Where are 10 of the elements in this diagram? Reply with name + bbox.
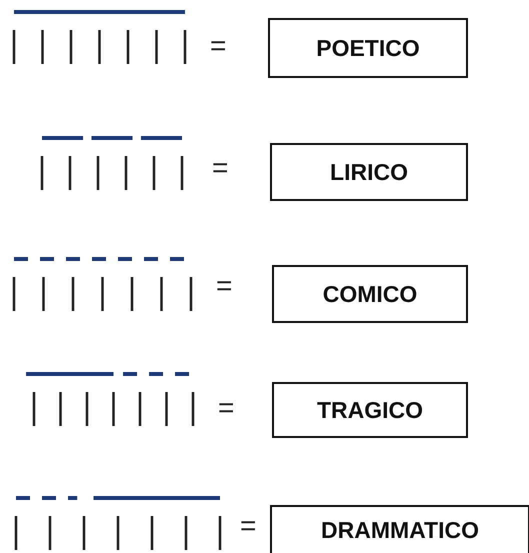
term-box: TRAGICO — [272, 382, 468, 438]
term-box: COMICO — [272, 265, 468, 323]
equals-sign: = — [212, 152, 228, 184]
equals-sign: = — [240, 510, 256, 542]
equals-sign: = — [210, 30, 226, 62]
equals-sign: = — [216, 270, 232, 302]
term-box: LIRICO — [270, 143, 468, 201]
term-box: POETICO — [268, 18, 468, 78]
equals-sign: = — [218, 392, 234, 424]
term-box: DRAMMATICO — [270, 505, 529, 553]
